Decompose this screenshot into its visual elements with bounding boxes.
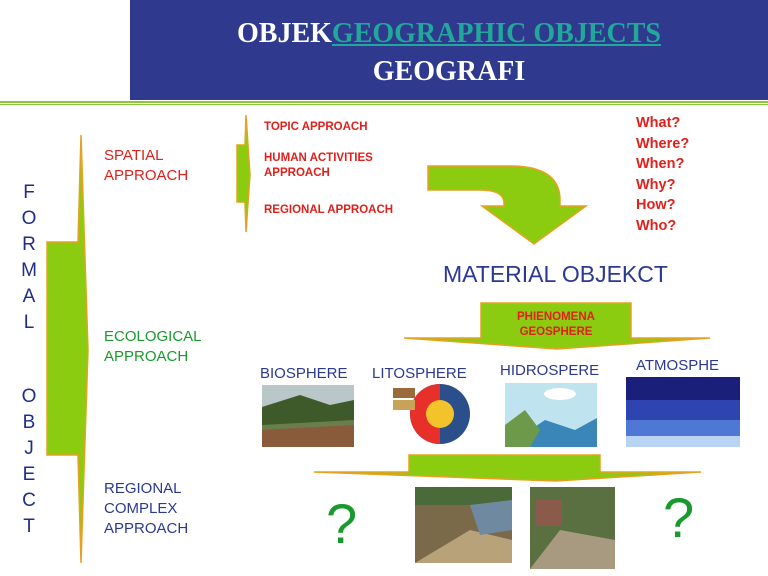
question-mark-left: ? bbox=[326, 492, 358, 555]
landslide-photo-2 bbox=[530, 487, 615, 569]
spatial-brace bbox=[236, 114, 251, 233]
phenomena-geosphere-label: PHIENOMENA GEOSPHERE bbox=[481, 310, 631, 340]
question-item: Where? bbox=[636, 135, 690, 152]
page-title: OBJEKGEOGRAPHIC OBJECTS bbox=[130, 18, 768, 50]
curved-arrow bbox=[427, 165, 589, 245]
litosphere-image bbox=[388, 382, 480, 446]
object-letter: O bbox=[21, 386, 37, 407]
spatial-line: SPATIAL bbox=[104, 147, 164, 164]
human-line: APPROACH bbox=[264, 167, 330, 179]
formal-letter: A bbox=[22, 286, 36, 307]
hidrosphere-label: HIDROSPERE bbox=[500, 362, 600, 379]
regional-complex-line: REGIONAL bbox=[104, 480, 182, 497]
regional-complex-line: APPROACH bbox=[104, 520, 189, 537]
phenomena-arrow bbox=[403, 302, 711, 350]
object-letter: E bbox=[22, 464, 36, 485]
question-item: What? bbox=[636, 115, 681, 131]
object-letter: T bbox=[23, 516, 35, 537]
formal-letter: R bbox=[22, 234, 36, 255]
question-item: How? bbox=[636, 197, 676, 213]
regional-complex-line: COMPLEX bbox=[104, 500, 178, 517]
topic-approach-label: TOPIC APPROACH bbox=[264, 121, 368, 133]
hidrosphere-image bbox=[505, 383, 597, 447]
formal-label: F O R M A L bbox=[14, 180, 44, 336]
question-mark-right: ? bbox=[663, 486, 695, 549]
formal-letter: L bbox=[23, 312, 35, 333]
formal-letter: M bbox=[21, 260, 37, 281]
ecological-line: ECOLOGICAL bbox=[104, 328, 202, 345]
phenomena-line: PHIENOMENA bbox=[517, 311, 595, 323]
formal-letter: F bbox=[23, 182, 35, 203]
atmosphere-image bbox=[626, 377, 740, 447]
divider-top bbox=[0, 101, 768, 103]
header-left-area bbox=[0, 0, 130, 100]
litosphere-label: LITOSPHERE bbox=[372, 365, 467, 382]
phenomena-line: GEOSPHERE bbox=[519, 326, 593, 338]
spatial-line: APPROACH bbox=[104, 167, 189, 184]
regional-complex-approach-label: REGIONAL COMPLEX APPROACH bbox=[104, 479, 188, 539]
formal-letter: O bbox=[21, 208, 37, 229]
atmosphere-label: ATMOSPHE bbox=[636, 357, 720, 374]
ecological-line: APPROACH bbox=[104, 348, 189, 365]
biosphere-label: BIOSPHERE bbox=[260, 365, 348, 382]
object-letter: B bbox=[22, 412, 36, 433]
object-letter: C bbox=[22, 490, 36, 511]
landslide-photo-1 bbox=[415, 487, 512, 563]
question-item: When? bbox=[636, 156, 685, 172]
question-item: Who? bbox=[636, 217, 677, 234]
header-band bbox=[130, 0, 768, 100]
title-prefix: OBJEK bbox=[237, 18, 332, 49]
formal-object-brace bbox=[46, 134, 89, 564]
material-object-label: MATERIAL OBJEKCT bbox=[443, 261, 668, 287]
question-item: Why? bbox=[636, 176, 676, 193]
regional-approach-label: REGIONAL APPROACH bbox=[264, 204, 394, 216]
human-activities-approach-label: HUMAN ACTIVITIES APPROACH bbox=[264, 151, 373, 181]
object-label: O B J E C T bbox=[14, 384, 44, 540]
questions-list: What? Where? When? Why? How? Who? bbox=[636, 113, 689, 236]
object-letter: J bbox=[24, 438, 34, 459]
page-subtitle: GEOGRAFI bbox=[372, 56, 526, 87]
spatial-approach-label: SPATIAL APPROACH bbox=[104, 146, 188, 186]
ecological-approach-label: ECOLOGICAL APPROACH bbox=[104, 327, 202, 367]
human-line: HUMAN ACTIVITIES bbox=[264, 152, 373, 164]
biosphere-image bbox=[262, 385, 354, 447]
regional-arrow bbox=[313, 454, 702, 482]
divider-bottom bbox=[0, 104, 768, 105]
title-link[interactable]: GEOGRAPHIC OBJECTS bbox=[331, 18, 661, 49]
